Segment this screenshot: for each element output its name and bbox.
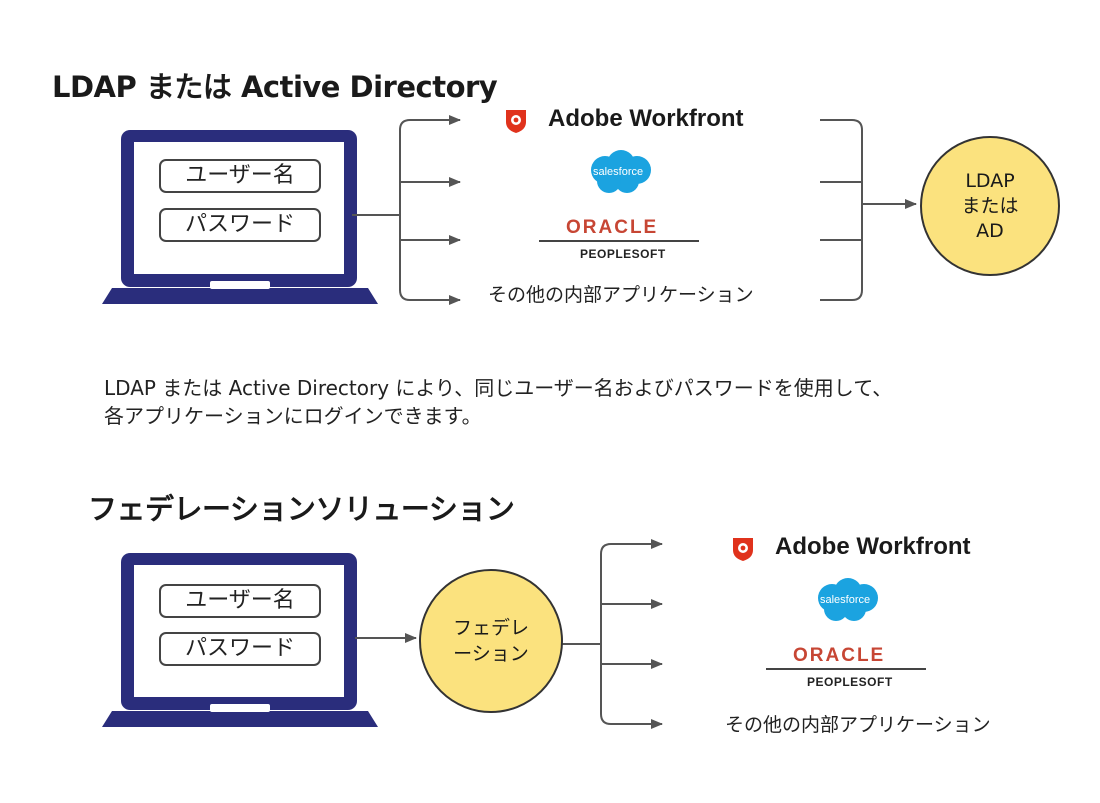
app-bracket-right: [820, 119, 863, 301]
description-line2: 各アプリケーションにログインできます。: [104, 404, 482, 428]
ldap-line1: LDAP: [965, 169, 1015, 192]
app-bracket-left: [399, 119, 461, 305]
peoplesoft-label-1: PEOPLESOFT: [580, 247, 666, 261]
workfront-icon: [506, 110, 526, 133]
oracle-label-2: ORACLE: [793, 645, 886, 666]
federation-circle: フェデレ ーション: [419, 569, 563, 713]
salesforce-logo-2: salesforce: [810, 576, 884, 624]
salesforce-label-1: salesforce: [593, 166, 644, 178]
salesforce-label-2: salesforce: [820, 594, 871, 606]
workfront-logo-2: [729, 534, 757, 566]
federation-line2: ーション: [453, 643, 529, 665]
workfront-label-1: Adobe Workfront: [548, 105, 744, 132]
description-line1: LDAP または Active Directory により、同じユーザー名および…: [104, 376, 893, 400]
section2-title: フェデレーションソリューション: [88, 492, 515, 526]
salesforce-cloud-icon: [818, 578, 878, 621]
oracle-divider-1: [539, 240, 699, 242]
ldap-ad-circle: LDAP または AD: [920, 136, 1060, 276]
other-apps-label-2: その他の内部アプリケーション: [725, 714, 991, 736]
other-apps-label-1: その他の内部アプリケーション: [488, 284, 754, 306]
password-field: パスワード: [159, 632, 321, 666]
workfront-logo-1: [502, 106, 530, 138]
username-field: ユーザー名: [159, 159, 321, 193]
salesforce-logo-1: salesforce: [583, 148, 657, 196]
federation-line1: フェデレ: [452, 617, 529, 639]
ldap-line3: AD: [976, 219, 1004, 242]
salesforce-cloud-icon: [591, 150, 651, 193]
section1-title: LDAP または Active Directory: [52, 70, 498, 104]
ldap-line2: または: [961, 194, 1019, 217]
oracle-divider-2: [766, 668, 926, 670]
workfront-icon: [733, 538, 753, 561]
password-field: パスワード: [159, 208, 321, 242]
workfront-label-2: Adobe Workfront: [775, 533, 971, 560]
oracle-label-1: ORACLE: [566, 217, 659, 238]
username-field: ユーザー名: [159, 584, 321, 618]
peoplesoft-label-2: PEOPLESOFT: [807, 675, 893, 689]
federation-bracket: [600, 543, 663, 729]
